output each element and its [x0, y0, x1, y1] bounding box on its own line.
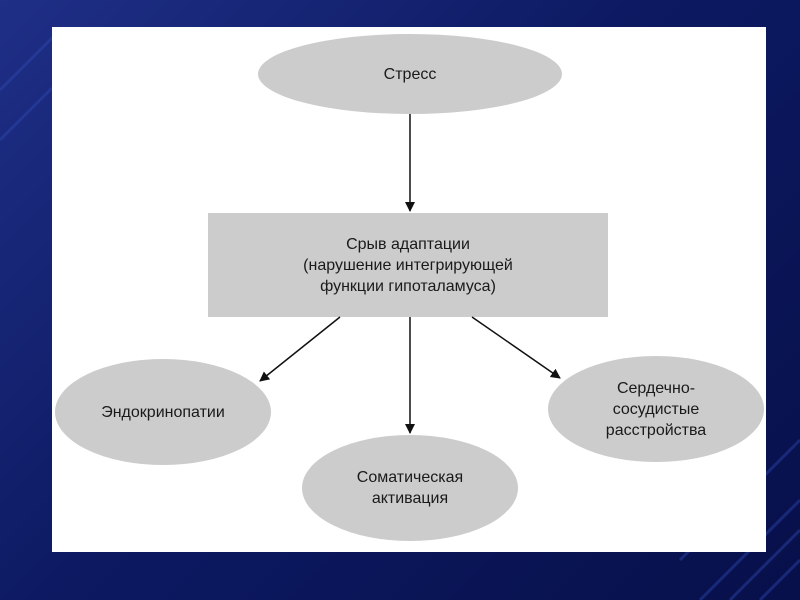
- endocrinopathies-label: Эндокринопатии: [101, 403, 225, 421]
- cardiovascular-node: [548, 356, 764, 462]
- stress-label: Стресс: [383, 65, 437, 83]
- slide-canvas: Стресс Срыв адаптации (нарушение интегри…: [52, 27, 766, 552]
- adaptation-failure-node: [208, 213, 608, 317]
- somatic-activation-label: Соматическая активация: [356, 469, 464, 507]
- endocrinopathies-node: [55, 359, 271, 465]
- arrow-failure-to-endocrinopathies: [259, 316, 341, 382]
- arrow-failure-to-cardiovascular: [471, 316, 561, 379]
- diagram-graphics: [55, 34, 764, 541]
- adaptation-failure-label: Срыв адаптации (нарушение интегрирующей …: [303, 235, 513, 295]
- stress-node: [258, 34, 562, 114]
- somatic-activation-node: [302, 435, 518, 541]
- cardiovascular-label: Сердечно- сосудистые расстройства: [605, 379, 707, 439]
